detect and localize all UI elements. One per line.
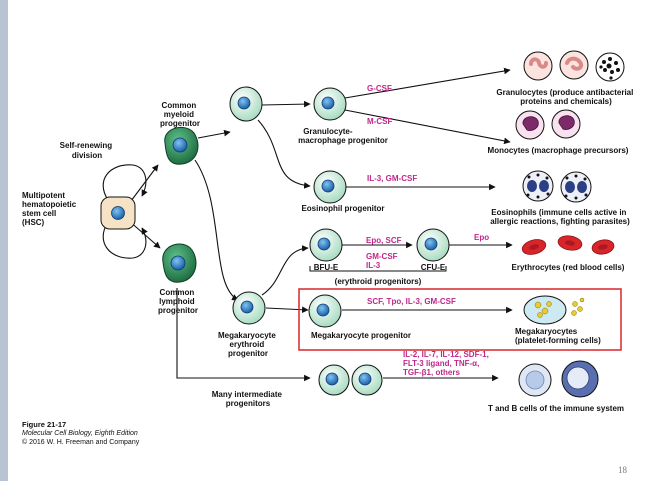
- cytokine-eos: IL-3, GM-CSF: [367, 174, 417, 183]
- common-myeloid-label: Common myeloid progenitor: [160, 101, 200, 128]
- cytokine-epo: Epo: [474, 233, 489, 242]
- arrow-gmp-to-granulocytes: [344, 67, 511, 99]
- hsc-cell: [100, 196, 136, 230]
- erythroid-progenitors-label: (erythroid progenitors): [335, 277, 422, 286]
- arrow-mep-to-mkp: [265, 306, 309, 314]
- cytokine-bfu: Epo, SCF GM-CSF IL-3: [366, 236, 404, 270]
- arrow-mep-to-bfue: [261, 245, 309, 296]
- arrows: [102, 67, 513, 382]
- cfu-e-cell: [416, 228, 450, 262]
- publisher-line: © 2016 W. H. Freeman and Company: [22, 439, 140, 446]
- cytokine-lymph: IL-2, IL-7, IL-12, SDF-1, FLT-3 ligand, …: [403, 350, 491, 377]
- bfu-e-label: BFU-E: [314, 263, 339, 272]
- monocyte-cells: [515, 109, 581, 140]
- eosinophils-label: Eosinophils (immune cells active in alle…: [490, 208, 630, 226]
- arrow-myeloid-to-cmp2: [197, 129, 231, 139]
- megakaryocyte-progenitor-label: Megakaryocyte progenitor: [311, 331, 411, 340]
- self-renewal-arrow-top: [102, 164, 148, 201]
- erythrocytes-label: Erythrocytes (red blood cells): [512, 263, 625, 272]
- arrow-myeloid-to-mep: [194, 159, 239, 301]
- figure-number: Figure 21-17: [22, 420, 67, 429]
- bfu-e-cell: [309, 228, 343, 262]
- megakaryocyte-progenitor-cell: [308, 294, 342, 328]
- arrow-gmp-to-monocytes: [344, 109, 511, 145]
- megakaryocyte-erythroid-label: Megakaryocyte erythroid progenitor: [218, 331, 278, 358]
- t-b-cells-label: T and B cells of the immune system: [488, 404, 624, 413]
- granulocytes-label: Granulocytes (produce antibacterial prot…: [496, 88, 635, 106]
- slide-left-bar: [0, 0, 8, 481]
- lymphoid-progenitor-cell: [162, 243, 197, 283]
- t-b-cells: [518, 360, 599, 398]
- megakaryocytes-label: Megakaryocytes (platelet-forming cells): [515, 327, 601, 345]
- arrow-cmp2-to-eos: [257, 119, 311, 189]
- arrow-hsc-to-myeloid: [127, 164, 159, 206]
- self-renewing-label: Self-renewing division: [60, 141, 115, 160]
- cmp-stage2-cell: [229, 86, 263, 122]
- figure-caption: Figure 21-17 Molecular Cell Biology, Eig…: [22, 420, 139, 447]
- book-title: Molecular Cell Biology, Eighth Edition: [22, 430, 138, 437]
- monocytes-label: Monocytes (macrophage precursors): [488, 146, 629, 155]
- myeloid-progenitor-cell: [164, 126, 199, 165]
- page-number: 18: [618, 465, 627, 475]
- megakaryocyte-erythroid-progenitor-cell: [232, 291, 266, 325]
- self-renewal-arrow-bottom: [102, 221, 148, 259]
- eosinophil-progenitor-label: Eosinophil progenitor: [301, 204, 384, 213]
- arrow-cmp2-to-gmp: [261, 100, 311, 108]
- granulocyte-macrophage-progenitor-cell: [313, 87, 347, 121]
- cytokine-m-csf: M-CSF: [367, 117, 392, 126]
- hsc-label: Multipotent hematopoietic stem cell (HSC…: [22, 191, 78, 227]
- megakaryocyte-cells: [523, 295, 585, 325]
- cfu-e-label: CFU-E: [421, 263, 446, 272]
- arrow-lymphoid-to-intermediate: [176, 288, 311, 382]
- eosinophil-progenitor-cell: [313, 170, 347, 204]
- erythrocyte-cells: [521, 235, 615, 255]
- common-lymphoid-label: Common lymphoid progenitor: [158, 288, 198, 315]
- megakaryocyte-highlight-box: [298, 288, 622, 351]
- intermediate-progenitor-cells: [318, 364, 383, 396]
- granulocyte-macrophage-label: Granulocyte- macrophage progenitor: [298, 127, 388, 145]
- erythroid-bracket: [309, 266, 447, 272]
- cytokine-mk: SCF, Tpo, IL-3, GM-CSF: [367, 297, 456, 306]
- eosinophil-cells: [522, 170, 592, 203]
- cytokine-g-csf: G-CSF: [367, 84, 392, 93]
- many-intermediate-label: Many intermediate progenitors: [212, 390, 284, 408]
- granulocyte-cells: [523, 50, 625, 82]
